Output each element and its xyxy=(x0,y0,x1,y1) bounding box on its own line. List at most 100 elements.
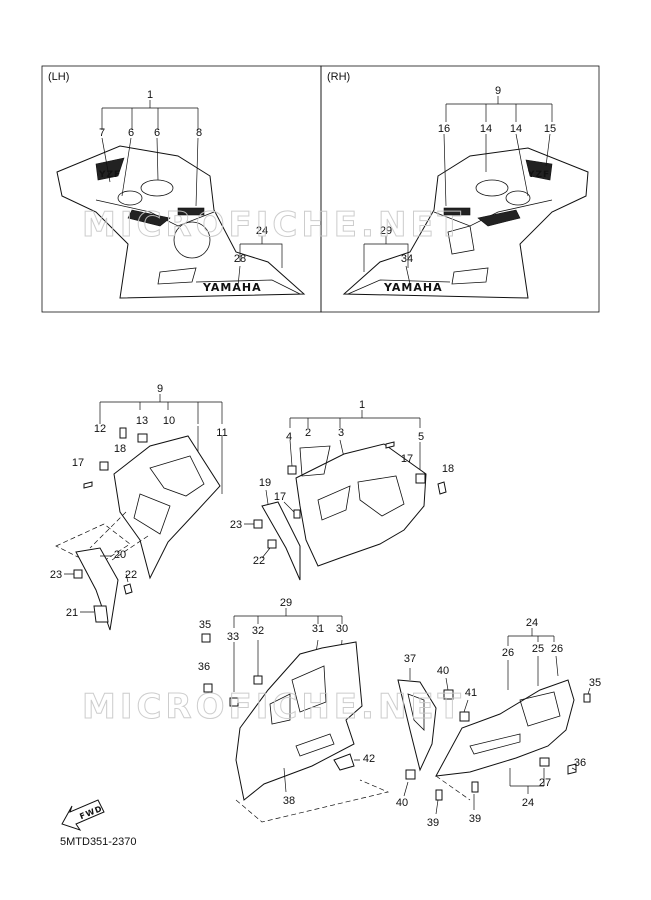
lr-screw-35 xyxy=(583,693,591,703)
lower-left-assembly: 29 35 33 32 31 30 36 42 38 xyxy=(198,597,390,823)
ur-callout-3: 3 xyxy=(338,427,344,439)
ul-callout-10: 10 xyxy=(163,415,175,427)
rh-callout-16: 16 xyxy=(438,123,450,135)
upper-left-assembly: 9 12 13 10 11 18 17 20 23 22 21 xyxy=(50,383,228,631)
ur-screw-22 xyxy=(267,539,277,549)
rh-callout-14a: 14 xyxy=(480,123,492,135)
lr-callout-35: 35 xyxy=(589,677,601,689)
lh-fairing-outline xyxy=(56,145,306,299)
ll-callout-35: 35 xyxy=(199,619,211,631)
ul-screw-18 xyxy=(119,427,127,439)
rh-cutout xyxy=(451,267,489,285)
ul-callout-12: 12 xyxy=(94,423,106,435)
rh-panel-frame xyxy=(320,65,600,313)
lr-callout-24: 24 xyxy=(526,617,538,629)
lr-callout-39a: 39 xyxy=(427,817,439,829)
lr-callout-39b: 39 xyxy=(469,813,481,825)
rh-leader-34 xyxy=(405,265,411,285)
lr-callout-27: 27 xyxy=(539,777,551,789)
ur-callout-4: 4 xyxy=(286,431,292,443)
lh-bracket-24 xyxy=(239,236,283,268)
ul-callout-13: 13 xyxy=(136,415,148,427)
rh-callout-15: 15 xyxy=(544,123,556,135)
lh-model-badge: YZF xyxy=(98,170,121,180)
rh-callout-34: 34 xyxy=(401,253,413,265)
lr-under-cowl xyxy=(435,679,575,777)
rh-bracket-29 xyxy=(363,236,409,272)
ll-panel-cut xyxy=(269,693,291,725)
ur-callout-23: 23 xyxy=(230,519,242,531)
ul-dashed-lines xyxy=(89,511,149,561)
ll-callout-31: 31 xyxy=(312,623,324,635)
rh-vent-b xyxy=(505,190,531,206)
lh-leader-lines xyxy=(101,137,199,207)
ul-dashed-guide xyxy=(55,523,131,567)
ur-screw-18 xyxy=(437,481,447,495)
lh-callout-8: 8 xyxy=(196,127,202,139)
ul-callout-9: 9 xyxy=(157,383,163,395)
ul-callout-18: 18 xyxy=(114,443,126,455)
ur-screw-23 xyxy=(253,519,263,529)
rh-model-badge: YZF xyxy=(527,170,550,180)
ul-callout-21: 21 xyxy=(66,607,78,619)
ll-grommet-33 xyxy=(229,697,239,707)
lr-screw-39b xyxy=(471,781,479,793)
lr-callout-25: 25 xyxy=(532,643,544,655)
lr-callout-41: 41 xyxy=(465,687,477,699)
ur-short-leaders xyxy=(244,489,295,559)
lr-callout-36: 36 xyxy=(574,757,586,769)
ll-screw-35 xyxy=(201,633,211,643)
lh-vent-a xyxy=(140,179,174,197)
ul-callout-22: 22 xyxy=(125,569,137,581)
ll-short-leaders xyxy=(283,759,360,793)
ul-bracket-9 xyxy=(99,394,223,424)
rh-callout-14b: 14 xyxy=(510,123,522,135)
lr-strip xyxy=(469,733,521,755)
rh-brand-decal: YAMAHA xyxy=(383,281,443,294)
lr-callout-26b: 26 xyxy=(551,643,563,655)
ll-callout-30: 30 xyxy=(336,623,348,635)
lr-grommet-27 xyxy=(539,757,550,767)
lh-callout-24: 24 xyxy=(256,225,268,237)
lh-callout-7: 7 xyxy=(99,127,105,139)
fwd-arrow: FWD xyxy=(61,799,105,831)
ul-short-leaders xyxy=(64,555,129,613)
lr-grommet-40 xyxy=(443,689,454,700)
watermark-top: MICROFICHE.NET xyxy=(82,205,465,245)
ul-fairing-panel xyxy=(113,435,221,580)
rh-badge-shape xyxy=(525,159,553,181)
lh-panel-header: (LH) xyxy=(48,71,69,83)
ul-screw-17 xyxy=(83,481,93,489)
ur-grommet-5 xyxy=(415,473,426,484)
ll-leaders xyxy=(233,639,343,693)
ur-callout-17b: 17 xyxy=(274,491,286,503)
ur-inner xyxy=(317,485,351,521)
rh-decal-small xyxy=(443,207,471,216)
lr-bracket-24 xyxy=(507,628,555,646)
lr-callout-24b: 24 xyxy=(522,797,534,809)
lh-decal-small xyxy=(177,207,205,216)
lr-leaders xyxy=(507,655,559,690)
ll-callout-29: 29 xyxy=(280,597,292,609)
ll-part-42 xyxy=(333,753,355,771)
ul-grommet-12 xyxy=(99,461,109,471)
rh-panel-header: (RH) xyxy=(327,71,350,83)
ll-screw-32 xyxy=(253,675,263,685)
upper-right-assembly: 1 4 2 3 5 17 18 19 17 23 22 xyxy=(230,399,454,581)
ur-callout-2: 2 xyxy=(305,427,311,439)
watermark-bottom: MICROFICHE.NET xyxy=(82,687,465,727)
ur-callout-5: 5 xyxy=(418,431,424,443)
ul-part-21 xyxy=(93,605,109,623)
ll-strip-38 xyxy=(295,733,335,757)
rh-callout-9: 9 xyxy=(495,85,501,97)
ul-bracket-20 xyxy=(75,547,119,631)
lh-callout-1: 1 xyxy=(147,89,153,101)
lh-cutout xyxy=(157,267,197,285)
rh-underline xyxy=(347,279,451,295)
ll-callout-33: 33 xyxy=(227,631,239,643)
ur-screw-17 xyxy=(385,441,395,449)
rh-callout-29: 29 xyxy=(380,225,392,237)
lr-callout-40b: 40 xyxy=(396,797,408,809)
lh-callout-28: 28 xyxy=(234,253,246,265)
